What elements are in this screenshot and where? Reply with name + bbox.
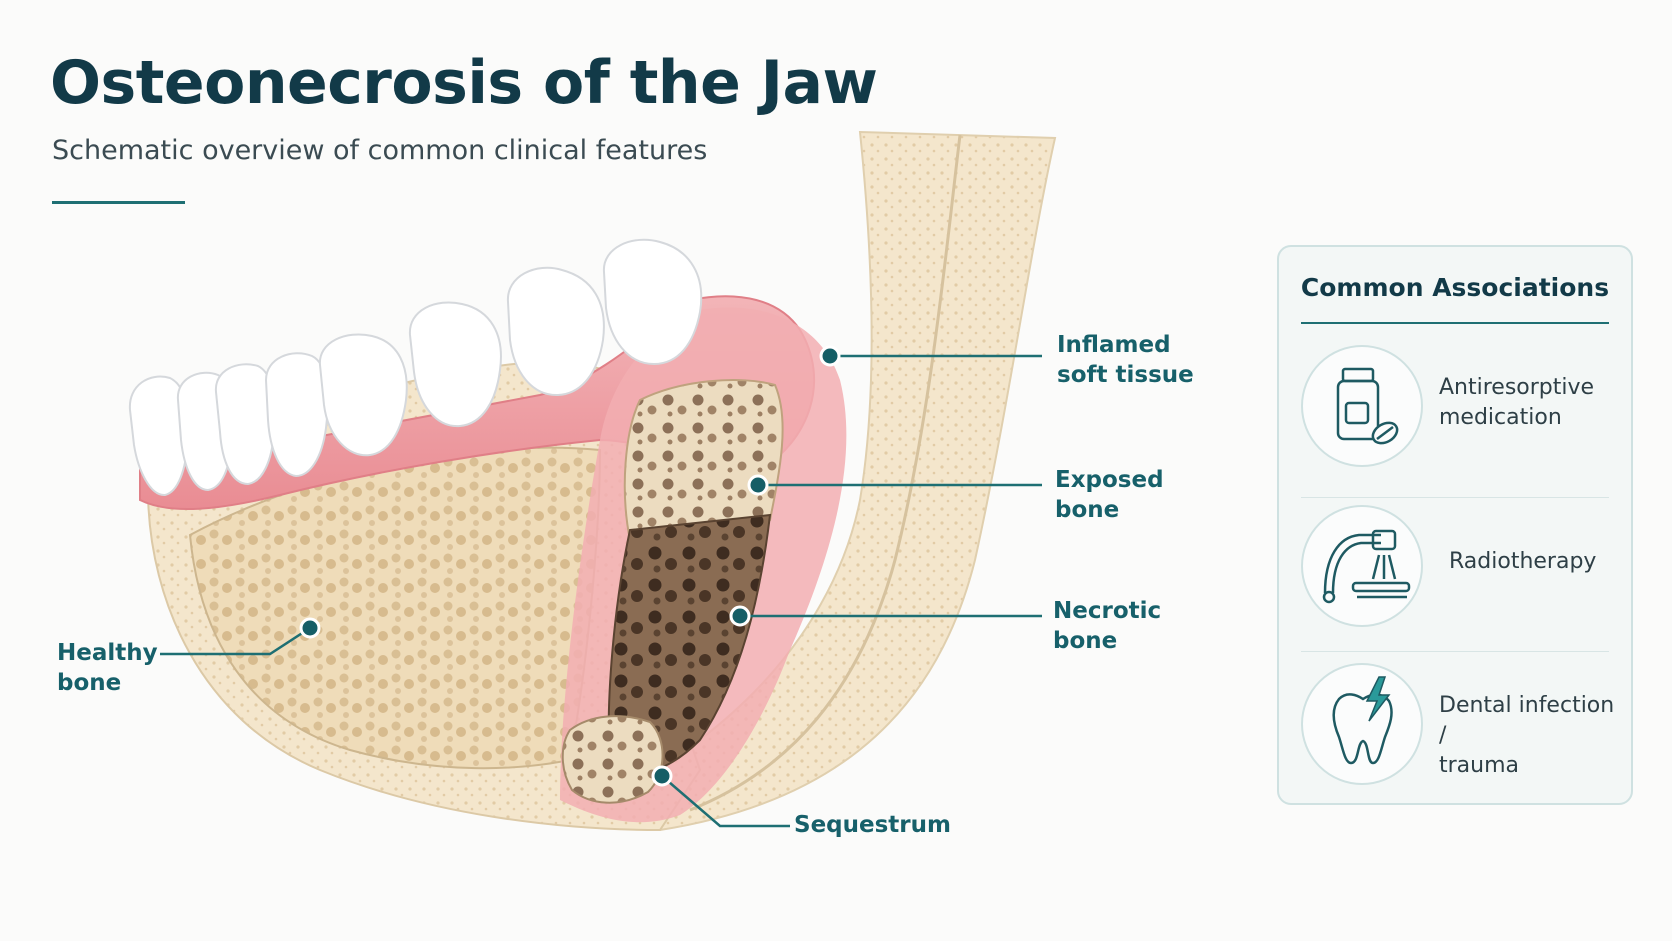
tooth-lightning-icon [1301, 663, 1423, 785]
tooth [602, 238, 703, 366]
panel-title: Common Associations [1300, 273, 1610, 302]
marker-sequestrum [651, 765, 673, 787]
label-necrotic-bone: Necrotic bone [1053, 598, 1162, 654]
association-item-radiotherapy: Radiotherapy [1279, 505, 1631, 655]
association-text: Radiotherapy [1449, 549, 1597, 574]
tooth [264, 352, 329, 478]
marker-inflamed [819, 345, 841, 367]
title-underline [52, 201, 185, 204]
item-divider [1301, 651, 1609, 652]
label-exposed-bone: Exposed bone [1055, 467, 1164, 523]
common-associations-panel: Common Associations Antiresorptive medic… [1277, 245, 1633, 805]
label-healthy-bone: Healthy bone [57, 640, 158, 696]
tooth [318, 333, 408, 457]
association-item-dental-infection: Dental infection / trauma [1279, 663, 1631, 813]
marker-exposed [747, 474, 769, 496]
page-subtitle: Schematic overview of common clinical fe… [52, 135, 708, 166]
exposed-bone-region [623, 379, 784, 542]
marker-healthy [299, 617, 321, 639]
item-divider [1301, 497, 1609, 498]
label-inflamed-soft-tissue: Inflamed soft tissue [1057, 332, 1194, 388]
radiotherapy-machine-icon [1301, 505, 1423, 627]
tooth [408, 301, 502, 428]
medication-bottle-icon [1301, 345, 1423, 467]
page-title: Osteonecrosis of the Jaw [50, 48, 878, 118]
association-item-medication: Antiresorptive medication [1279, 345, 1631, 495]
marker-necrotic [729, 605, 751, 627]
leader-sequestrum [661, 775, 790, 828]
association-text: Antiresorptive medication [1439, 375, 1595, 430]
sequestrum-fragment [561, 715, 664, 804]
tooth [506, 266, 605, 397]
association-text: Dental infection / trauma [1439, 693, 1615, 778]
panel-title-underline [1301, 322, 1609, 324]
leader-healthy [160, 626, 311, 656]
label-sequestrum: Sequestrum [794, 812, 951, 838]
teeth [128, 238, 703, 497]
